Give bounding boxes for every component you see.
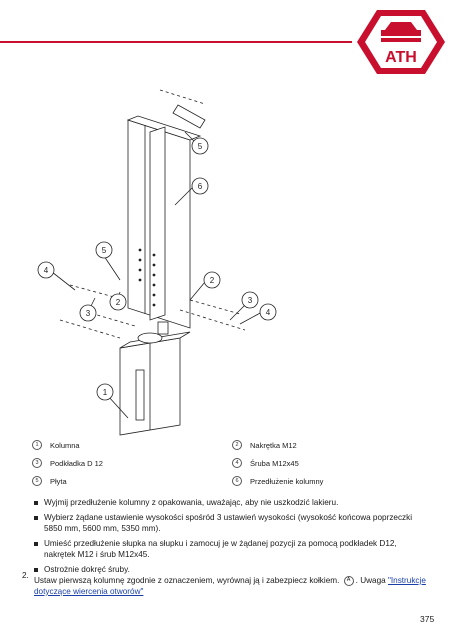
step-number: 2. <box>22 571 29 580</box>
legend-item: 5 Płyta <box>32 476 67 486</box>
assembly-diagram: 5 6 5 4 2 3 4 3 2 1 <box>37 89 277 436</box>
legend-item: 4 Śruba M12x45 <box>232 458 299 468</box>
reference-circle: A <box>343 575 354 586</box>
step-text: Ustaw pierwszą kolumnę zgodnie z oznacze… <box>34 575 426 596</box>
callout: 5 <box>102 246 107 255</box>
callout: 5 <box>198 142 203 151</box>
callout: 4 <box>44 266 49 275</box>
callout: 2 <box>210 276 215 285</box>
legend-item: 3 Podkładka D 12 <box>32 458 103 468</box>
drilling-instructions-link[interactable]: "Instrukcje dotyczące wiercenia otworów" <box>34 576 426 596</box>
list-item: Ostrożnie dokręć śruby. <box>34 564 429 575</box>
callout: 4 <box>266 308 271 317</box>
callout: 3 <box>86 309 91 318</box>
legend-item: 1 Kolumna <box>32 440 80 450</box>
callout: 2 <box>116 298 121 307</box>
callout: 3 <box>248 296 253 305</box>
legend-item: 2 Nakrętka M12 <box>232 440 297 450</box>
car-lift-logo-icon: ATH <box>357 10 445 74</box>
callout: 1 <box>103 388 108 397</box>
legend-item: 6 Przedłużenie kolumny <box>232 476 323 486</box>
list-item: Umieść przedłużenie słupka na słupku i z… <box>34 538 429 560</box>
parts-legend: 1 Kolumna 2 Nakrętka M12 3 Podkładka D 1… <box>32 436 432 492</box>
list-item: Wyjmij przedłużenie kolumny z opakowania… <box>34 497 429 508</box>
list-item: Wybierz żądane ustawienie wysokości spoś… <box>34 512 429 534</box>
page-number: 375 <box>420 614 435 624</box>
header-rule <box>0 41 352 43</box>
instruction-list: Wyjmij przedłużenie kolumny z opakowania… <box>34 497 429 579</box>
logo-text: ATH <box>385 49 417 66</box>
callout: 6 <box>198 182 203 191</box>
